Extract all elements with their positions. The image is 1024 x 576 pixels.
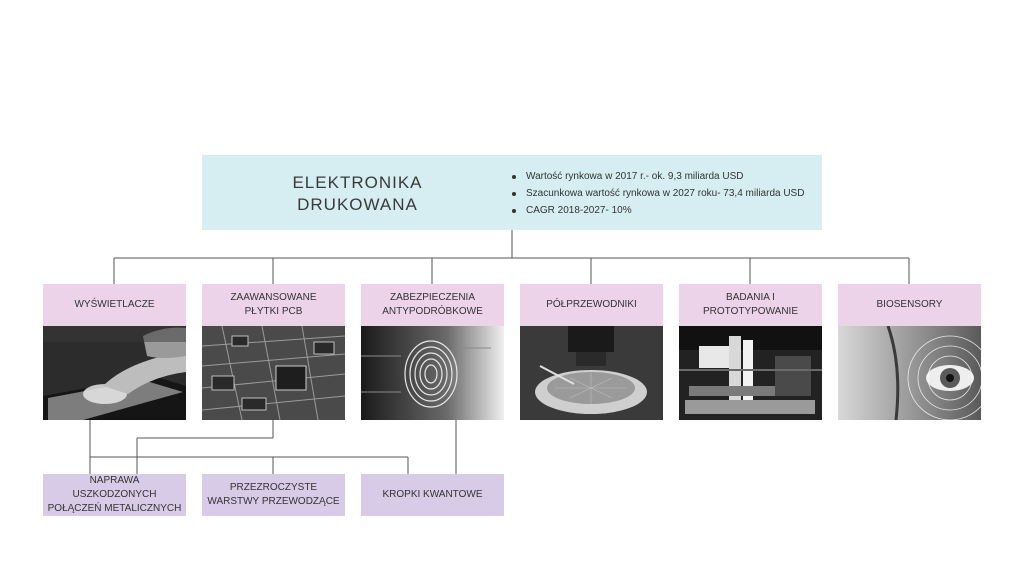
market-facts-list: Wartość rynkowa w 2017 r.- ok. 9,3 milia… xyxy=(512,168,804,219)
application-metal-repair: NAPRAWA USZKODZONYCH POŁĄCZEŃ METALICZNY… xyxy=(43,474,186,516)
application-quantum-dots: KROPKI KWANTOWE xyxy=(361,474,504,516)
wafer-microscope-photo xyxy=(520,326,663,420)
application-transparent-conductive: PRZEZROCZYSTE WARSTWY PRZEWODZĄCE xyxy=(202,474,345,516)
market-fact-2017: Wartość rynkowa w 2017 r.- ok. 9,3 milia… xyxy=(512,168,804,185)
category-semiconductors: PÓŁPRZEWODNIKI xyxy=(520,284,663,326)
category-research-prototyping: BADANIA I PROTOTYPOWANIE xyxy=(679,284,822,326)
circuit-board-photo xyxy=(202,326,345,420)
market-fact-cagr: CAGR 2018-2027- 10% xyxy=(512,202,804,219)
category-biosensors: BIOSENSORY xyxy=(838,284,981,326)
printer-machine-photo xyxy=(679,326,822,420)
category-pcb: ZAAWANSOWANE PŁYTKI PCB xyxy=(202,284,345,326)
market-fact-2027: Szacunkowa wartość rynkowa w 2027 roku- … xyxy=(512,185,804,202)
tablet-touch-photo xyxy=(43,326,186,420)
category-anti-counterfeiting: ZABEZPIECZENIA ANTYPODRÓBKOWE xyxy=(361,284,504,326)
category-displays: WYŚWIETLACZE xyxy=(43,284,186,326)
eye-scan-photo xyxy=(838,326,981,420)
fingerprint-photo xyxy=(361,326,504,420)
root-node-title: ELEKTRONIKA DRUKOWANA xyxy=(292,173,423,214)
